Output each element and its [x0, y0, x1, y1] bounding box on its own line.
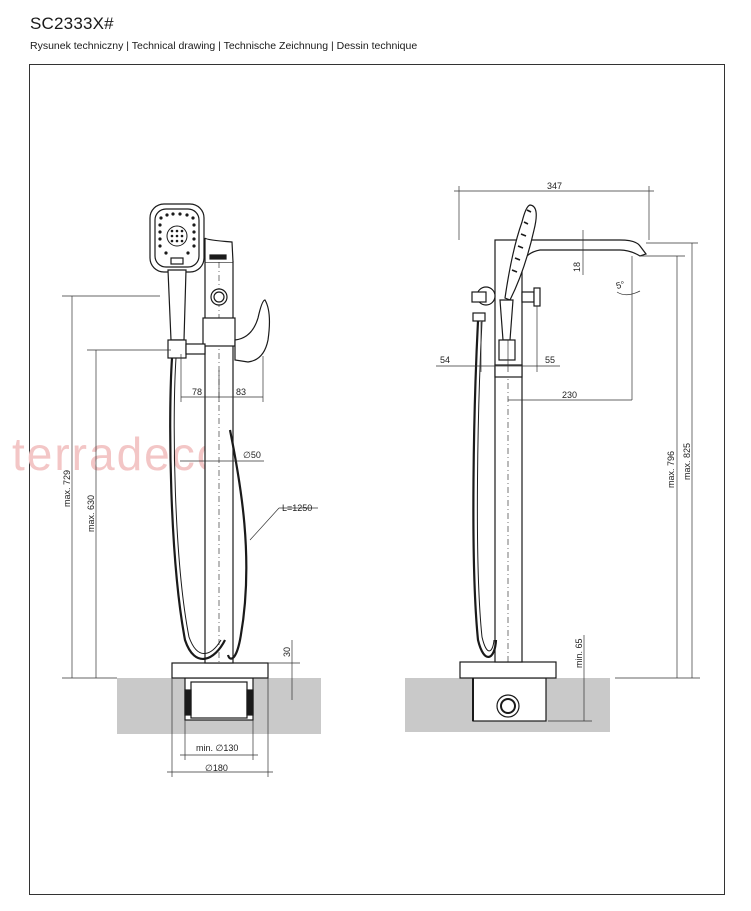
base-plate-side [459, 661, 557, 679]
drawing-subtitle: Rysunek techniczny | Technical drawing |… [30, 40, 418, 52]
dim-18: 18 [572, 262, 582, 272]
dim-max-630: max. 630 [86, 495, 96, 532]
watermark: terradeco [12, 428, 224, 480]
dim-30: 30 [282, 647, 292, 657]
dim-diameter-180: ∅180 [205, 763, 228, 773]
dim-78: 78 [192, 387, 202, 397]
dim-max-796: max. 796 [666, 451, 676, 488]
dim-diameter-50: ∅50 [243, 450, 261, 460]
dim-83: 83 [236, 387, 246, 397]
front-dimension-labels: 78 83 ∅50 L=1250 max. 729 max. 630 30 mi… [62, 387, 312, 773]
dim-angle-5: 5° [615, 279, 626, 291]
dim-54: 54 [440, 355, 450, 365]
model-title: SC2333X# [30, 14, 114, 33]
front-dimensions [62, 295, 318, 777]
drawing-frame [29, 64, 725, 895]
dim-hose-length: L=1250 [282, 503, 312, 513]
side-dimensions [436, 186, 700, 722]
dim-max-825: max. 825 [682, 443, 692, 480]
dim-min-65: min. 65 [574, 638, 584, 668]
dim-55: 55 [545, 355, 555, 365]
dim-347: 347 [547, 181, 562, 191]
dim-max-729: max. 729 [62, 470, 72, 507]
side-view [405, 204, 647, 732]
side-dimension-labels: 347 18 5° 54 55 230 max. 796 max. 825 mi… [440, 181, 692, 668]
dim-min-130: min. ∅130 [196, 743, 238, 753]
front-view [117, 203, 321, 734]
dim-230: 230 [562, 390, 577, 400]
base-plate-front [171, 662, 269, 679]
